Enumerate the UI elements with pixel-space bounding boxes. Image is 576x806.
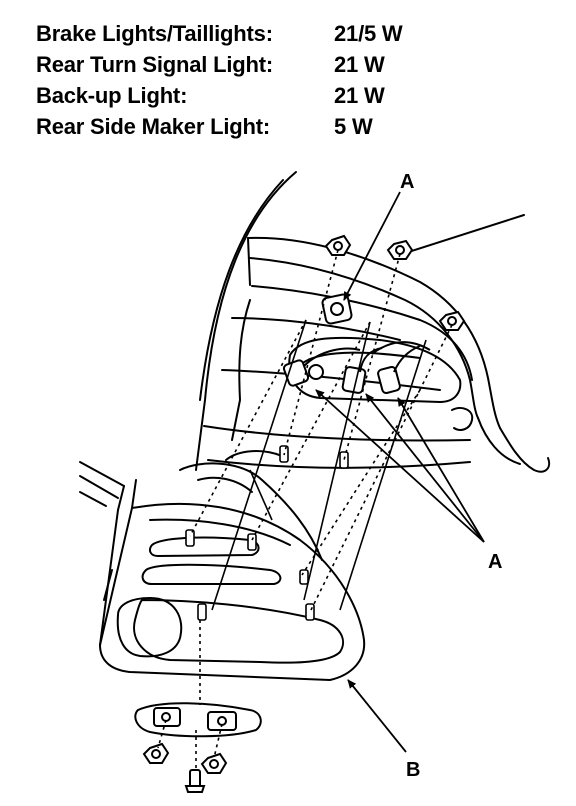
nut-top-left — [324, 234, 352, 256]
nut-bottom-right — [200, 752, 228, 774]
socket-right — [377, 365, 401, 395]
callout-a-top: A — [400, 171, 414, 193]
nut-right — [438, 310, 466, 331]
socket-upper — [321, 293, 353, 325]
mounting-studs — [185, 445, 349, 621]
spec-row-back-up-light: Back-up Light: 21 W — [36, 80, 456, 111]
callout-arrows — [315, 191, 485, 753]
socket-middle — [341, 366, 367, 394]
spec-label: Back-up Light: — [36, 83, 188, 108]
spec-value: 5 W — [334, 114, 373, 139]
vehicle-body-panel — [79, 171, 551, 507]
taillight-removal-diagram: A A B — [79, 171, 551, 793]
mounting-nuts — [142, 234, 466, 774]
spec-value: 21 W — [334, 83, 385, 108]
lower-bracket — [134, 702, 262, 738]
spec-label: Rear Turn Signal Light: — [36, 52, 273, 77]
taillight-assembly — [99, 462, 366, 681]
spec-label: Rear Side Maker Light: — [36, 114, 270, 139]
spec-row-rear-turn-signal: Rear Turn Signal Light: 21 W — [36, 49, 456, 80]
spec-row-brake-taillights: Brake Lights/Taillights: 21/5 W — [36, 18, 456, 49]
nut-bottom-left — [142, 742, 170, 764]
spec-label: Brake Lights/Taillights: — [36, 21, 273, 46]
bulb-spec-table: Brake Lights/Taillights: 21/5 W Rear Tur… — [36, 18, 456, 142]
callout-a-right: A — [488, 551, 502, 573]
solid-guide-lines — [211, 319, 427, 611]
nut-top-right — [386, 239, 414, 260]
bulb-sockets — [282, 293, 401, 395]
spec-row-rear-side-marker: Rear Side Maker Light: 5 W — [36, 111, 456, 142]
spec-value: 21/5 W — [334, 21, 403, 46]
lower-screw — [184, 769, 206, 793]
callout-b-bottom: B — [406, 759, 420, 781]
spec-value: 21 W — [334, 52, 385, 77]
alignment-lines — [157, 249, 453, 770]
